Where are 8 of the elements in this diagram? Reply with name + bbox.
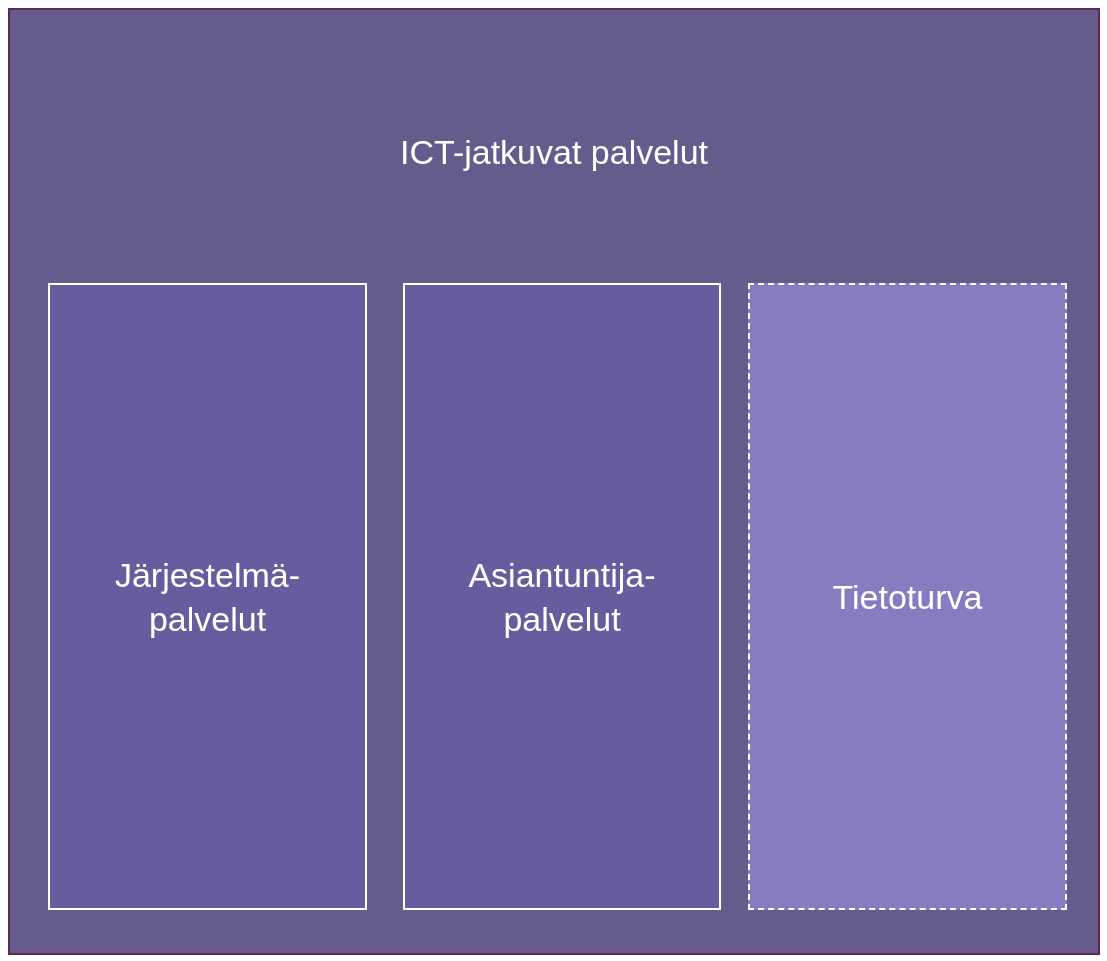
service-box [403, 283, 721, 910]
service-box [748, 283, 1067, 910]
service-box [48, 283, 367, 910]
box-label: Asiantuntija- palvelut [467, 554, 657, 640]
box-label: Järjestelmä- palvelut [113, 554, 302, 640]
panel-title: ICT-jatkuvat palvelut [399, 132, 709, 173]
outer-panel [8, 8, 1100, 955]
box-label: Tietoturva [831, 576, 984, 618]
